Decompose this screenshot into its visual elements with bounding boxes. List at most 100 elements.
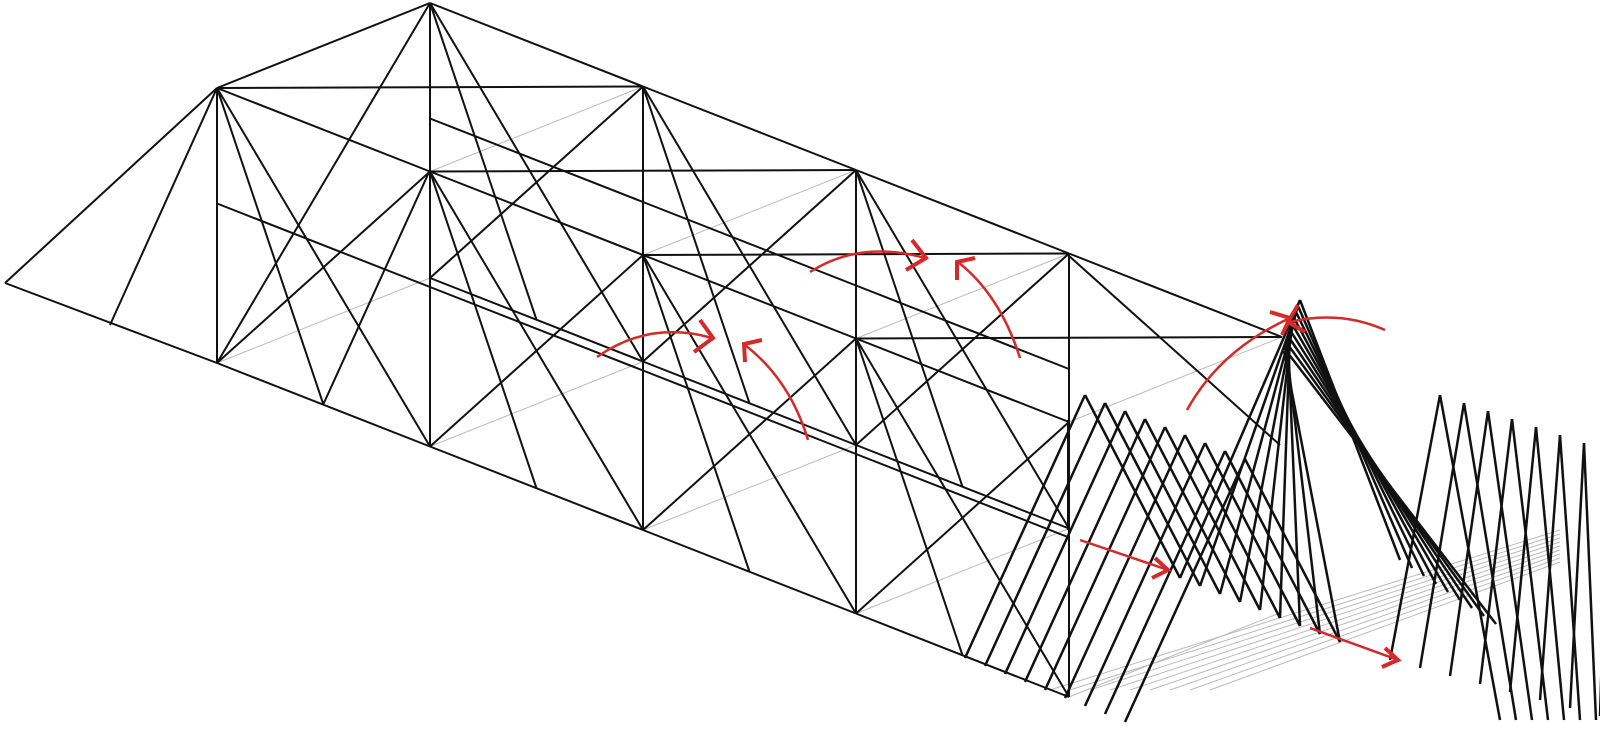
truss-member <box>322 169 431 406</box>
hidden-members <box>216 2 1561 698</box>
truss-member <box>4 87 218 284</box>
folded-member <box>1203 442 1302 627</box>
hidden-member <box>1049 529 1561 691</box>
folded-member <box>1462 402 1518 721</box>
folded-member <box>1238 318 1296 603</box>
hidden-member <box>1189 557 1561 691</box>
folded-member <box>1103 402 1202 587</box>
folded-member <box>1198 305 1300 587</box>
truss-member <box>855 169 1070 255</box>
arrowhead-icon <box>955 256 976 280</box>
folded-member <box>1178 299 1302 579</box>
hidden-member <box>1209 561 1561 691</box>
hidden-member <box>1068 611 1283 698</box>
folded-member <box>1448 410 1490 677</box>
folded-member <box>1043 426 1167 691</box>
folded-member <box>1063 434 1187 699</box>
arrowhead-icon <box>1381 646 1402 669</box>
truss-member <box>216 87 325 406</box>
truss-member <box>642 337 857 531</box>
arrowhead-icon <box>692 318 716 354</box>
folded-member <box>1223 450 1322 635</box>
folded-member <box>983 402 1107 667</box>
fold-arrow <box>1185 316 1291 411</box>
truss-member <box>429 2 538 321</box>
truss-member <box>429 170 644 256</box>
folded-truss <box>963 299 1600 723</box>
folded-member <box>1418 402 1466 669</box>
folded-member <box>1183 434 1282 619</box>
truss-member <box>109 87 218 326</box>
folded-member <box>963 394 1087 659</box>
folded-member <box>1163 426 1262 611</box>
folded-member <box>1582 442 1598 721</box>
truss-member <box>855 421 1070 615</box>
hidden-member <box>1169 553 1561 691</box>
truss-member <box>429 85 644 279</box>
motion-arrows <box>596 238 1402 669</box>
truss-member <box>855 337 1070 423</box>
truss-member <box>855 338 964 656</box>
deployed-truss <box>4 2 1283 698</box>
hidden-member <box>642 444 857 531</box>
truss-member <box>642 169 857 363</box>
folded-member <box>1558 434 1582 721</box>
truss-member <box>429 2 644 88</box>
folded-member <box>1282 350 1342 643</box>
truss-member <box>642 86 751 404</box>
folded-member <box>1123 458 1247 723</box>
slide-arrow <box>1079 538 1169 572</box>
folded-member <box>1508 426 1538 693</box>
arrowhead-icon <box>1285 303 1307 334</box>
folded-member <box>1283 347 1497 625</box>
folded-member <box>1478 418 1514 685</box>
hidden-member <box>216 277 431 364</box>
folded-member <box>1103 450 1227 715</box>
truss-member <box>855 453 1070 539</box>
truss-member <box>855 284 1070 370</box>
arrowhead-icon <box>904 238 929 272</box>
truss-member <box>642 369 857 455</box>
fold-arrow <box>957 261 1022 359</box>
folded-member <box>1123 410 1222 595</box>
hidden-member <box>1129 545 1561 691</box>
hidden-member <box>855 528 1070 614</box>
arrowhead-icon <box>741 338 763 363</box>
folded-member <box>1568 442 1586 709</box>
truss-member <box>642 201 857 287</box>
truss-member <box>642 254 857 340</box>
folded-member <box>1218 312 1298 595</box>
folded-member <box>1438 394 1502 721</box>
folded-member <box>1083 442 1207 707</box>
hidden-member <box>429 86 644 172</box>
truss-member <box>855 252 1070 446</box>
hidden-member <box>429 361 644 447</box>
truss-member <box>216 2 431 89</box>
folded-member <box>1538 434 1562 701</box>
truss-member <box>429 171 538 489</box>
truss-member <box>1068 252 1283 338</box>
truss-member <box>216 170 431 364</box>
folded-member <box>1143 418 1242 603</box>
truss-member <box>216 202 431 288</box>
hidden-member <box>855 253 1070 339</box>
truss-member <box>642 254 751 573</box>
fold-arrow <box>1289 316 1386 332</box>
folded-member <box>1486 410 1534 721</box>
fold-arrow <box>809 250 926 274</box>
arrowhead-icon <box>1151 556 1172 580</box>
slide-arrow <box>1309 626 1399 662</box>
truss-member <box>855 169 964 488</box>
folded-member <box>1023 418 1147 683</box>
truss-member <box>429 286 644 372</box>
truss-member <box>1067 254 1281 446</box>
folded-member <box>1258 325 1294 611</box>
fold-arrow <box>744 344 810 441</box>
truss-member <box>216 87 431 173</box>
hidden-member <box>642 169 857 256</box>
truss-member <box>429 254 644 448</box>
folded-member <box>1003 410 1127 675</box>
fold-arrow <box>596 330 713 359</box>
truss-member <box>216 2 431 364</box>
